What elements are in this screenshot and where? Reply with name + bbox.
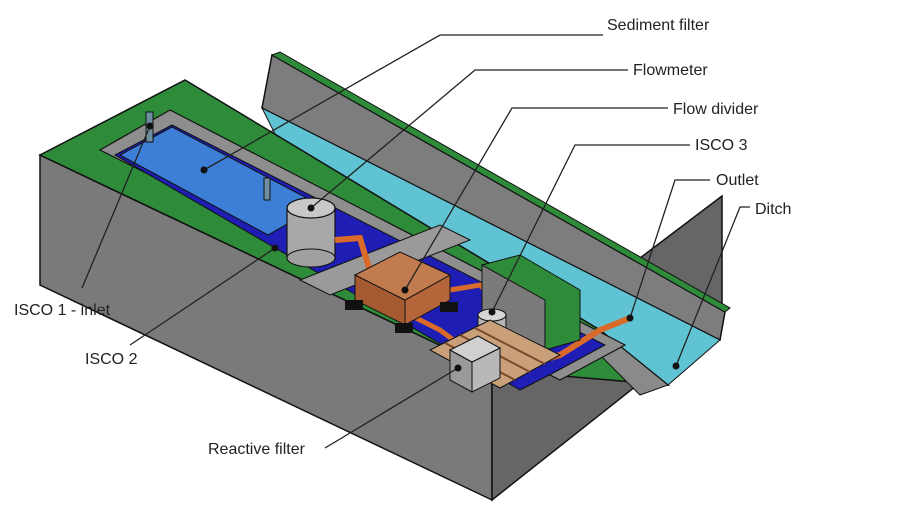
leader-flow-divider <box>404 107 668 291</box>
pipe-flowmeter-divider <box>334 234 373 271</box>
leader-ditch <box>675 206 750 367</box>
divider-support-1 <box>345 300 363 310</box>
label-flowmeter: Flowmeter <box>633 62 708 79</box>
label-ditch: Ditch <box>755 201 792 218</box>
leader-isco1 <box>81 125 151 289</box>
divider-support-3 <box>440 302 458 312</box>
divider-support-2 <box>395 323 413 333</box>
label-flow-divider: Flow divider <box>673 101 759 118</box>
label-isco1-inlet: ISCO 1 - inlet <box>14 302 111 319</box>
label-outlet: Outlet <box>716 172 759 189</box>
leader-sediment-filter <box>203 34 603 171</box>
leader-isco2 <box>129 247 276 346</box>
label-isco3: ISCO 3 <box>695 137 748 154</box>
ditch-back-wall-top <box>270 51 731 313</box>
sampler-pole <box>263 177 271 201</box>
leader-reactive-filter <box>324 367 459 449</box>
label-isco2: ISCO 2 <box>85 351 138 368</box>
label-sediment-filter: Sediment filter <box>607 17 710 34</box>
leader-flowmeter <box>310 69 628 209</box>
reactive-filter-box-top <box>448 335 502 363</box>
label-reactive-filter: Reactive filter <box>208 441 305 458</box>
flowmeter-bottom <box>286 248 336 268</box>
leader-isco3 <box>491 144 690 313</box>
flow-divider-box-top <box>353 251 452 301</box>
leader-outlet <box>629 179 710 319</box>
